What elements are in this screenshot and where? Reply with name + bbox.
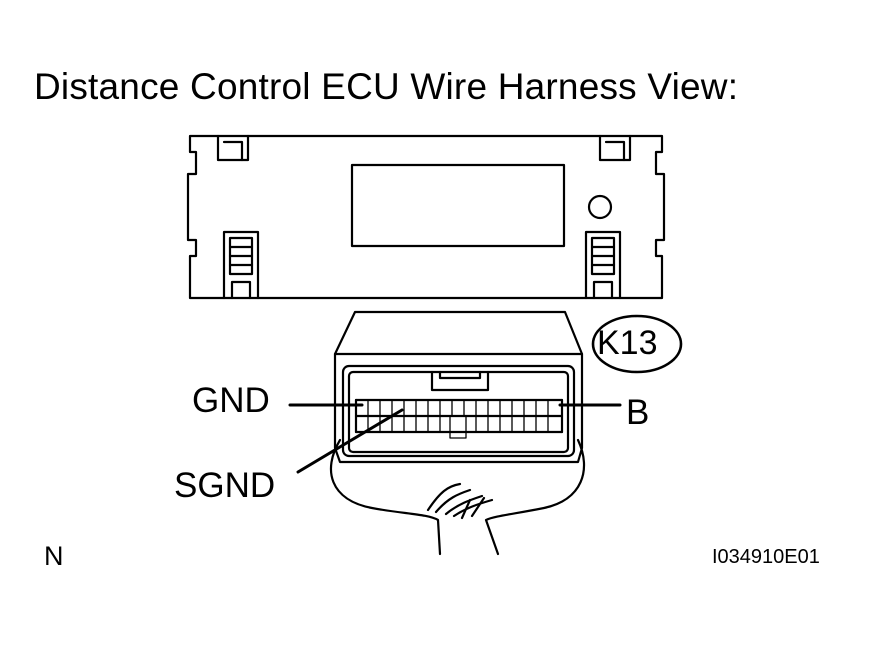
figure-code: I034910E01 (712, 546, 820, 568)
ecu-body (186, 134, 666, 300)
connector-cavities (367, 399, 549, 439)
connector-k13 (333, 310, 584, 464)
pin-label-b: B (626, 393, 650, 432)
orientation-mark: N (44, 541, 64, 571)
pin-label-sgnd: SGND (174, 466, 276, 505)
connector-code-label: K13 (597, 324, 658, 362)
wire-harness (329, 438, 586, 556)
connector-code-ellipse (591, 314, 683, 374)
sgnd-callout-line (296, 408, 404, 474)
pin-label-gnd: GND (192, 381, 270, 420)
diagram-title: Distance Control ECU Wire Harness View: (34, 66, 739, 107)
